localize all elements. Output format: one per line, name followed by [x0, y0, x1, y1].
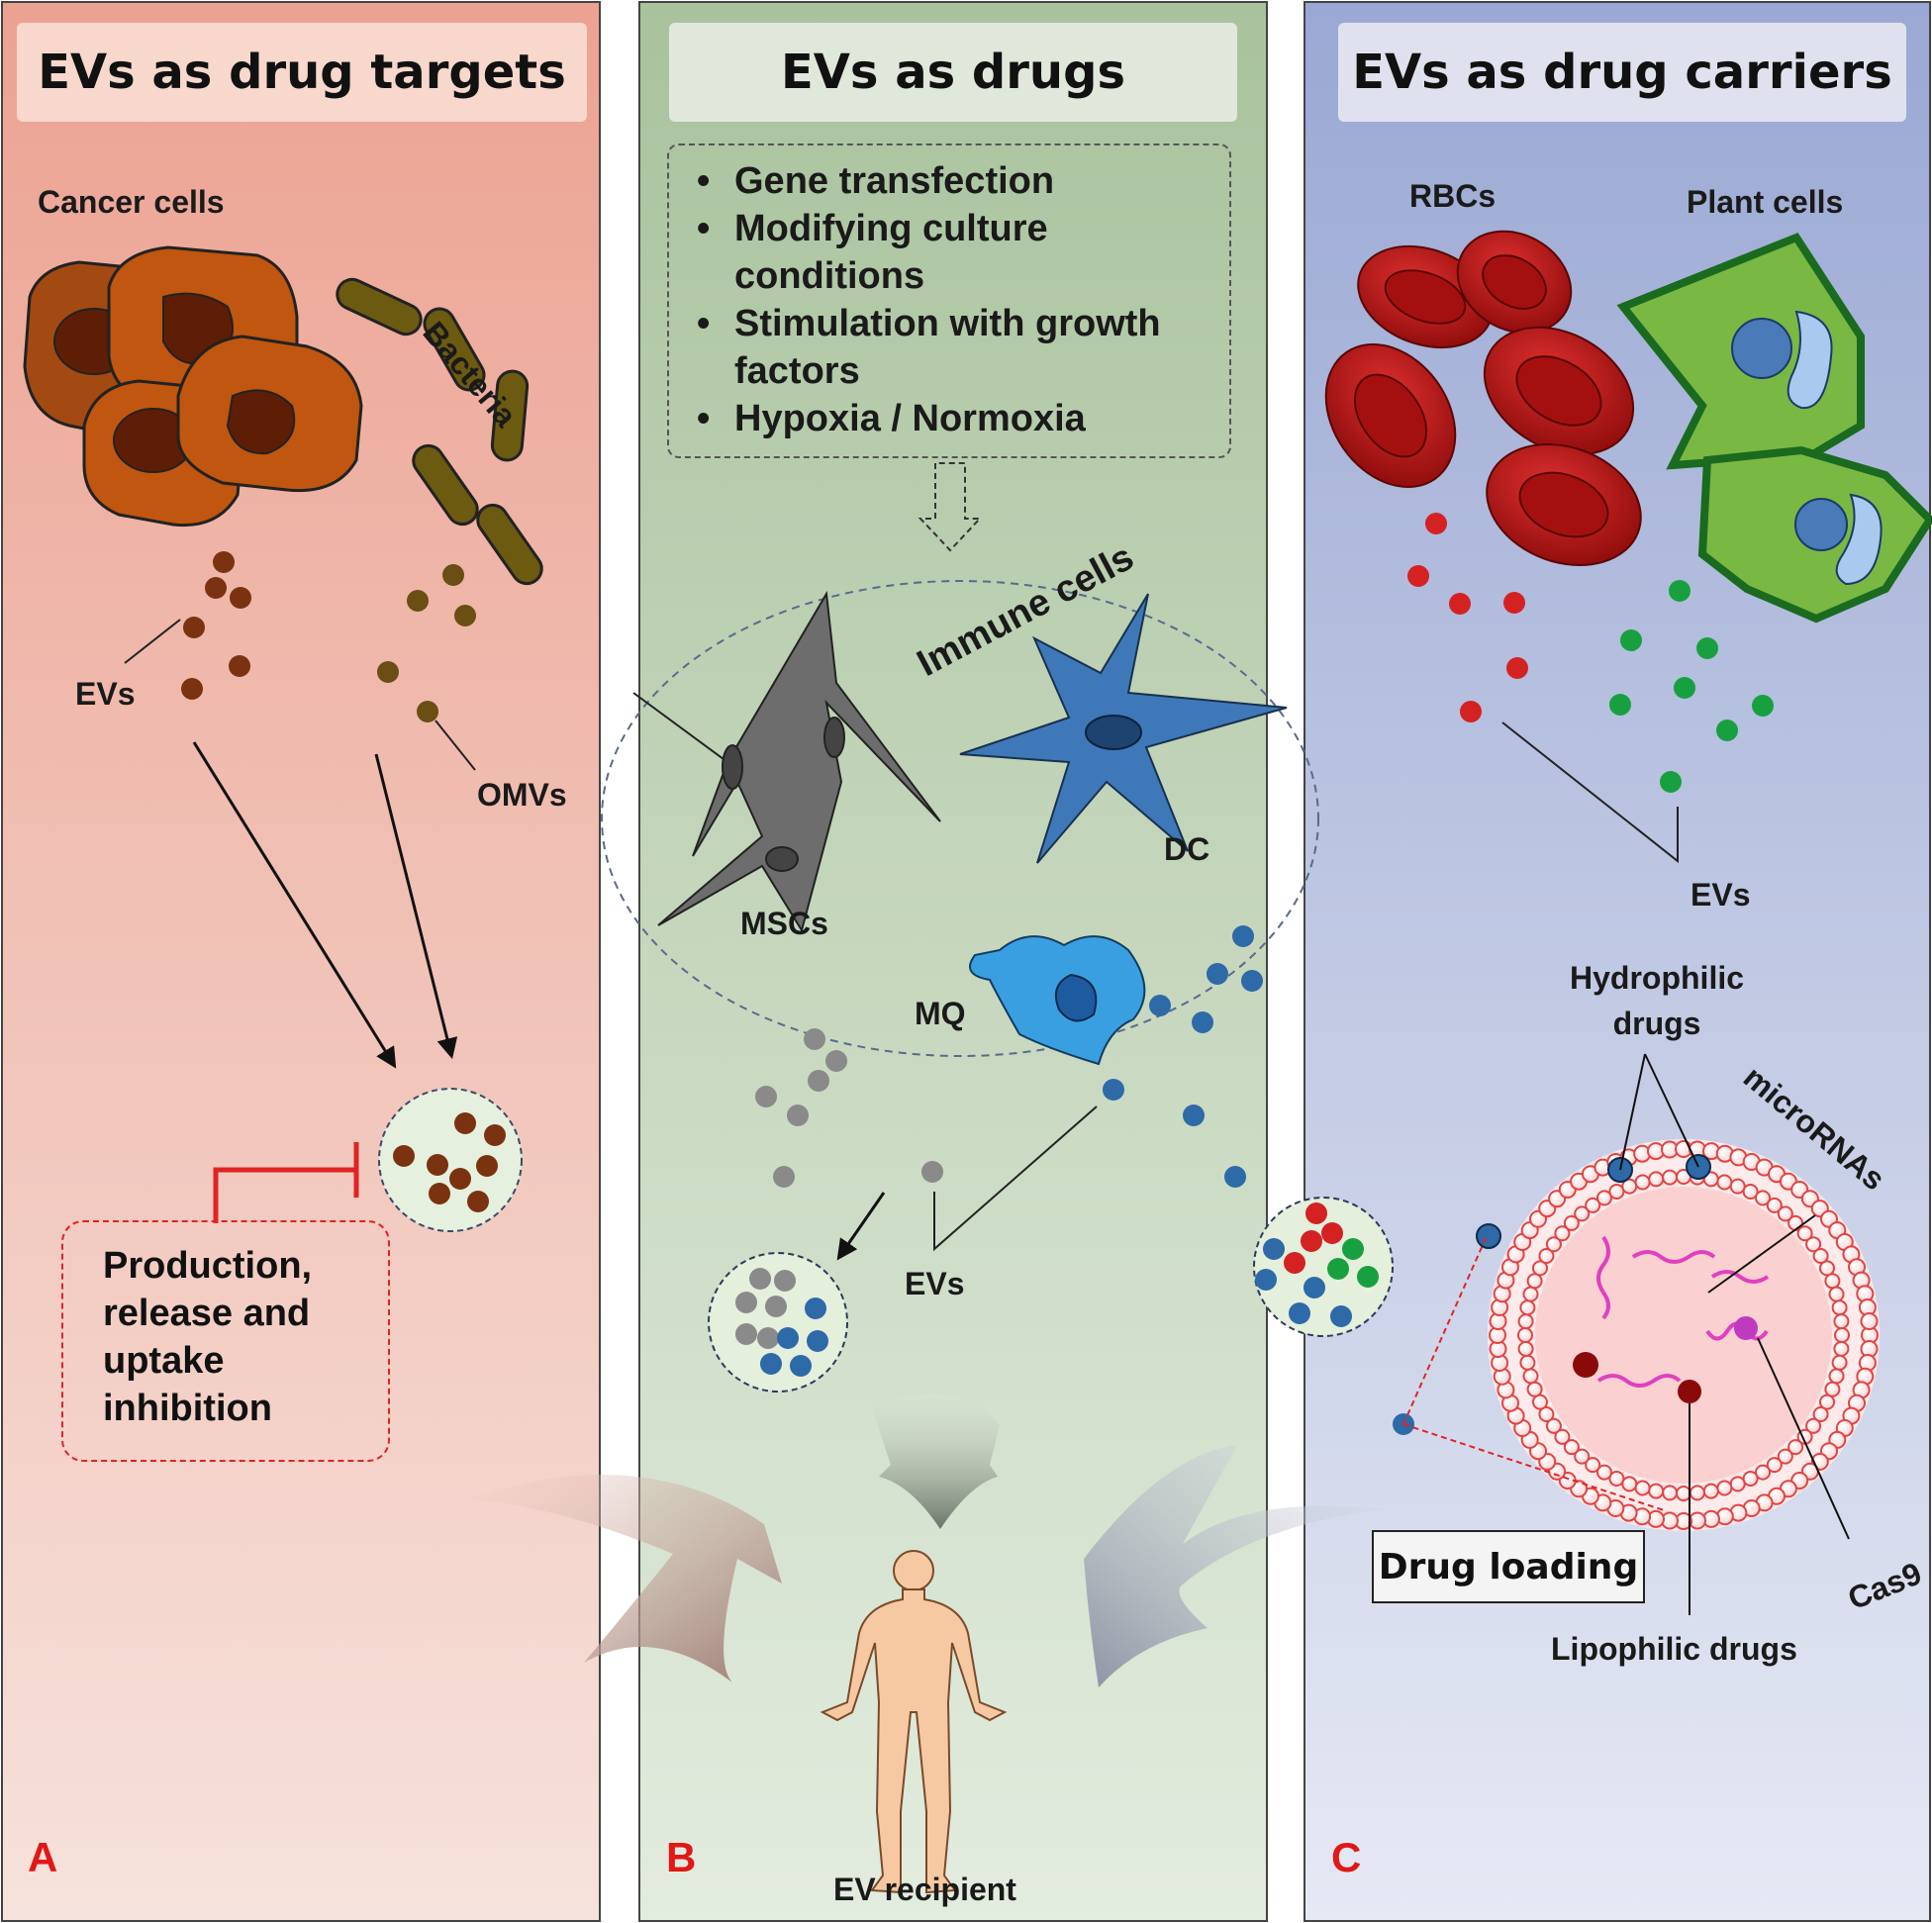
bullet-gene-transfection: Gene transfection: [697, 157, 1211, 205]
plant-cells-illustration: [1616, 233, 1932, 624]
ev-target-circle: [378, 1088, 523, 1232]
rbcs-illustration: [1324, 230, 1642, 566]
evs-label-c: EVs: [1690, 877, 1751, 913]
inhibition-text: Production, release and uptake inhibitio…: [103, 1245, 313, 1429]
ev-recipient-label: EV recipient: [833, 1872, 1016, 1907]
immune-cells-region: [601, 580, 1319, 1057]
bullet-hypoxia: Hypoxia / Normoxia: [697, 395, 1211, 442]
arrow-from-b: [871, 1394, 1000, 1529]
rbc-evs: [1407, 513, 1528, 722]
panel-b-title: EVs as drugs: [669, 23, 1237, 122]
evs-label-a: EVs: [75, 676, 136, 712]
msc-evs: [755, 1028, 943, 1188]
lipophilic-label: Lipophilic drugs: [1551, 1631, 1797, 1667]
immune-evs: [1103, 925, 1263, 1188]
mscs-illustration: [632, 590, 941, 933]
drug-loading-box: Drug loading: [1372, 1530, 1645, 1603]
ev-liposome-illustration: [1476, 1139, 1880, 1531]
dc-label: DC: [1164, 831, 1210, 867]
panel-b-letter: B: [666, 1834, 697, 1880]
culture-conditions-box: Gene transfection Modifying culture cond…: [667, 144, 1231, 458]
plant-cells-label: Plant cells: [1687, 184, 1844, 220]
inhibition-box: Production, release and uptake inhibitio…: [61, 1220, 390, 1462]
human-figure: [820, 1550, 1008, 1894]
mscs-label: MSCs: [740, 906, 828, 941]
dendritic-cell-illustration: [959, 593, 1288, 864]
bullet-culture-conditions: Modifying culture conditions: [697, 205, 1111, 300]
bacteria-illustration: [336, 277, 543, 586]
dashed-down-arrow: [918, 462, 983, 552]
rbcs-label: RBCs: [1409, 178, 1497, 214]
panel-a-letter: A: [28, 1834, 58, 1880]
macrophage-illustration: [969, 935, 1146, 1066]
plant-evs: [1609, 580, 1774, 793]
arrow-from-a: [465, 1475, 782, 1683]
cancer-evs: [181, 551, 251, 700]
cancer-cells-label: Cancer cells: [38, 184, 225, 220]
hydrophilic-label: Hydrophilic drugs: [1570, 960, 1745, 1041]
omvs-label: OMVs: [477, 777, 567, 813]
panel-c-title: EVs as drug carriers: [1338, 23, 1906, 122]
evs-label-b: EVs: [905, 1266, 965, 1301]
panel-c-letter: C: [1331, 1834, 1362, 1880]
cancer-cells-illustration: [23, 245, 363, 528]
mq-label: MQ: [915, 996, 966, 1031]
inhibition-symbol: [213, 1167, 356, 1223]
arrow-from-c: [1084, 1445, 1386, 1687]
panel-a-title: EVs as drug targets: [17, 23, 587, 122]
mixed-ev-circle-b: [708, 1252, 848, 1393]
bullet-growth-factors: Stimulation with growth factors: [697, 300, 1209, 395]
bacterial-omvs: [377, 564, 476, 722]
mixed-ev-circle-c: [1253, 1197, 1394, 1337]
